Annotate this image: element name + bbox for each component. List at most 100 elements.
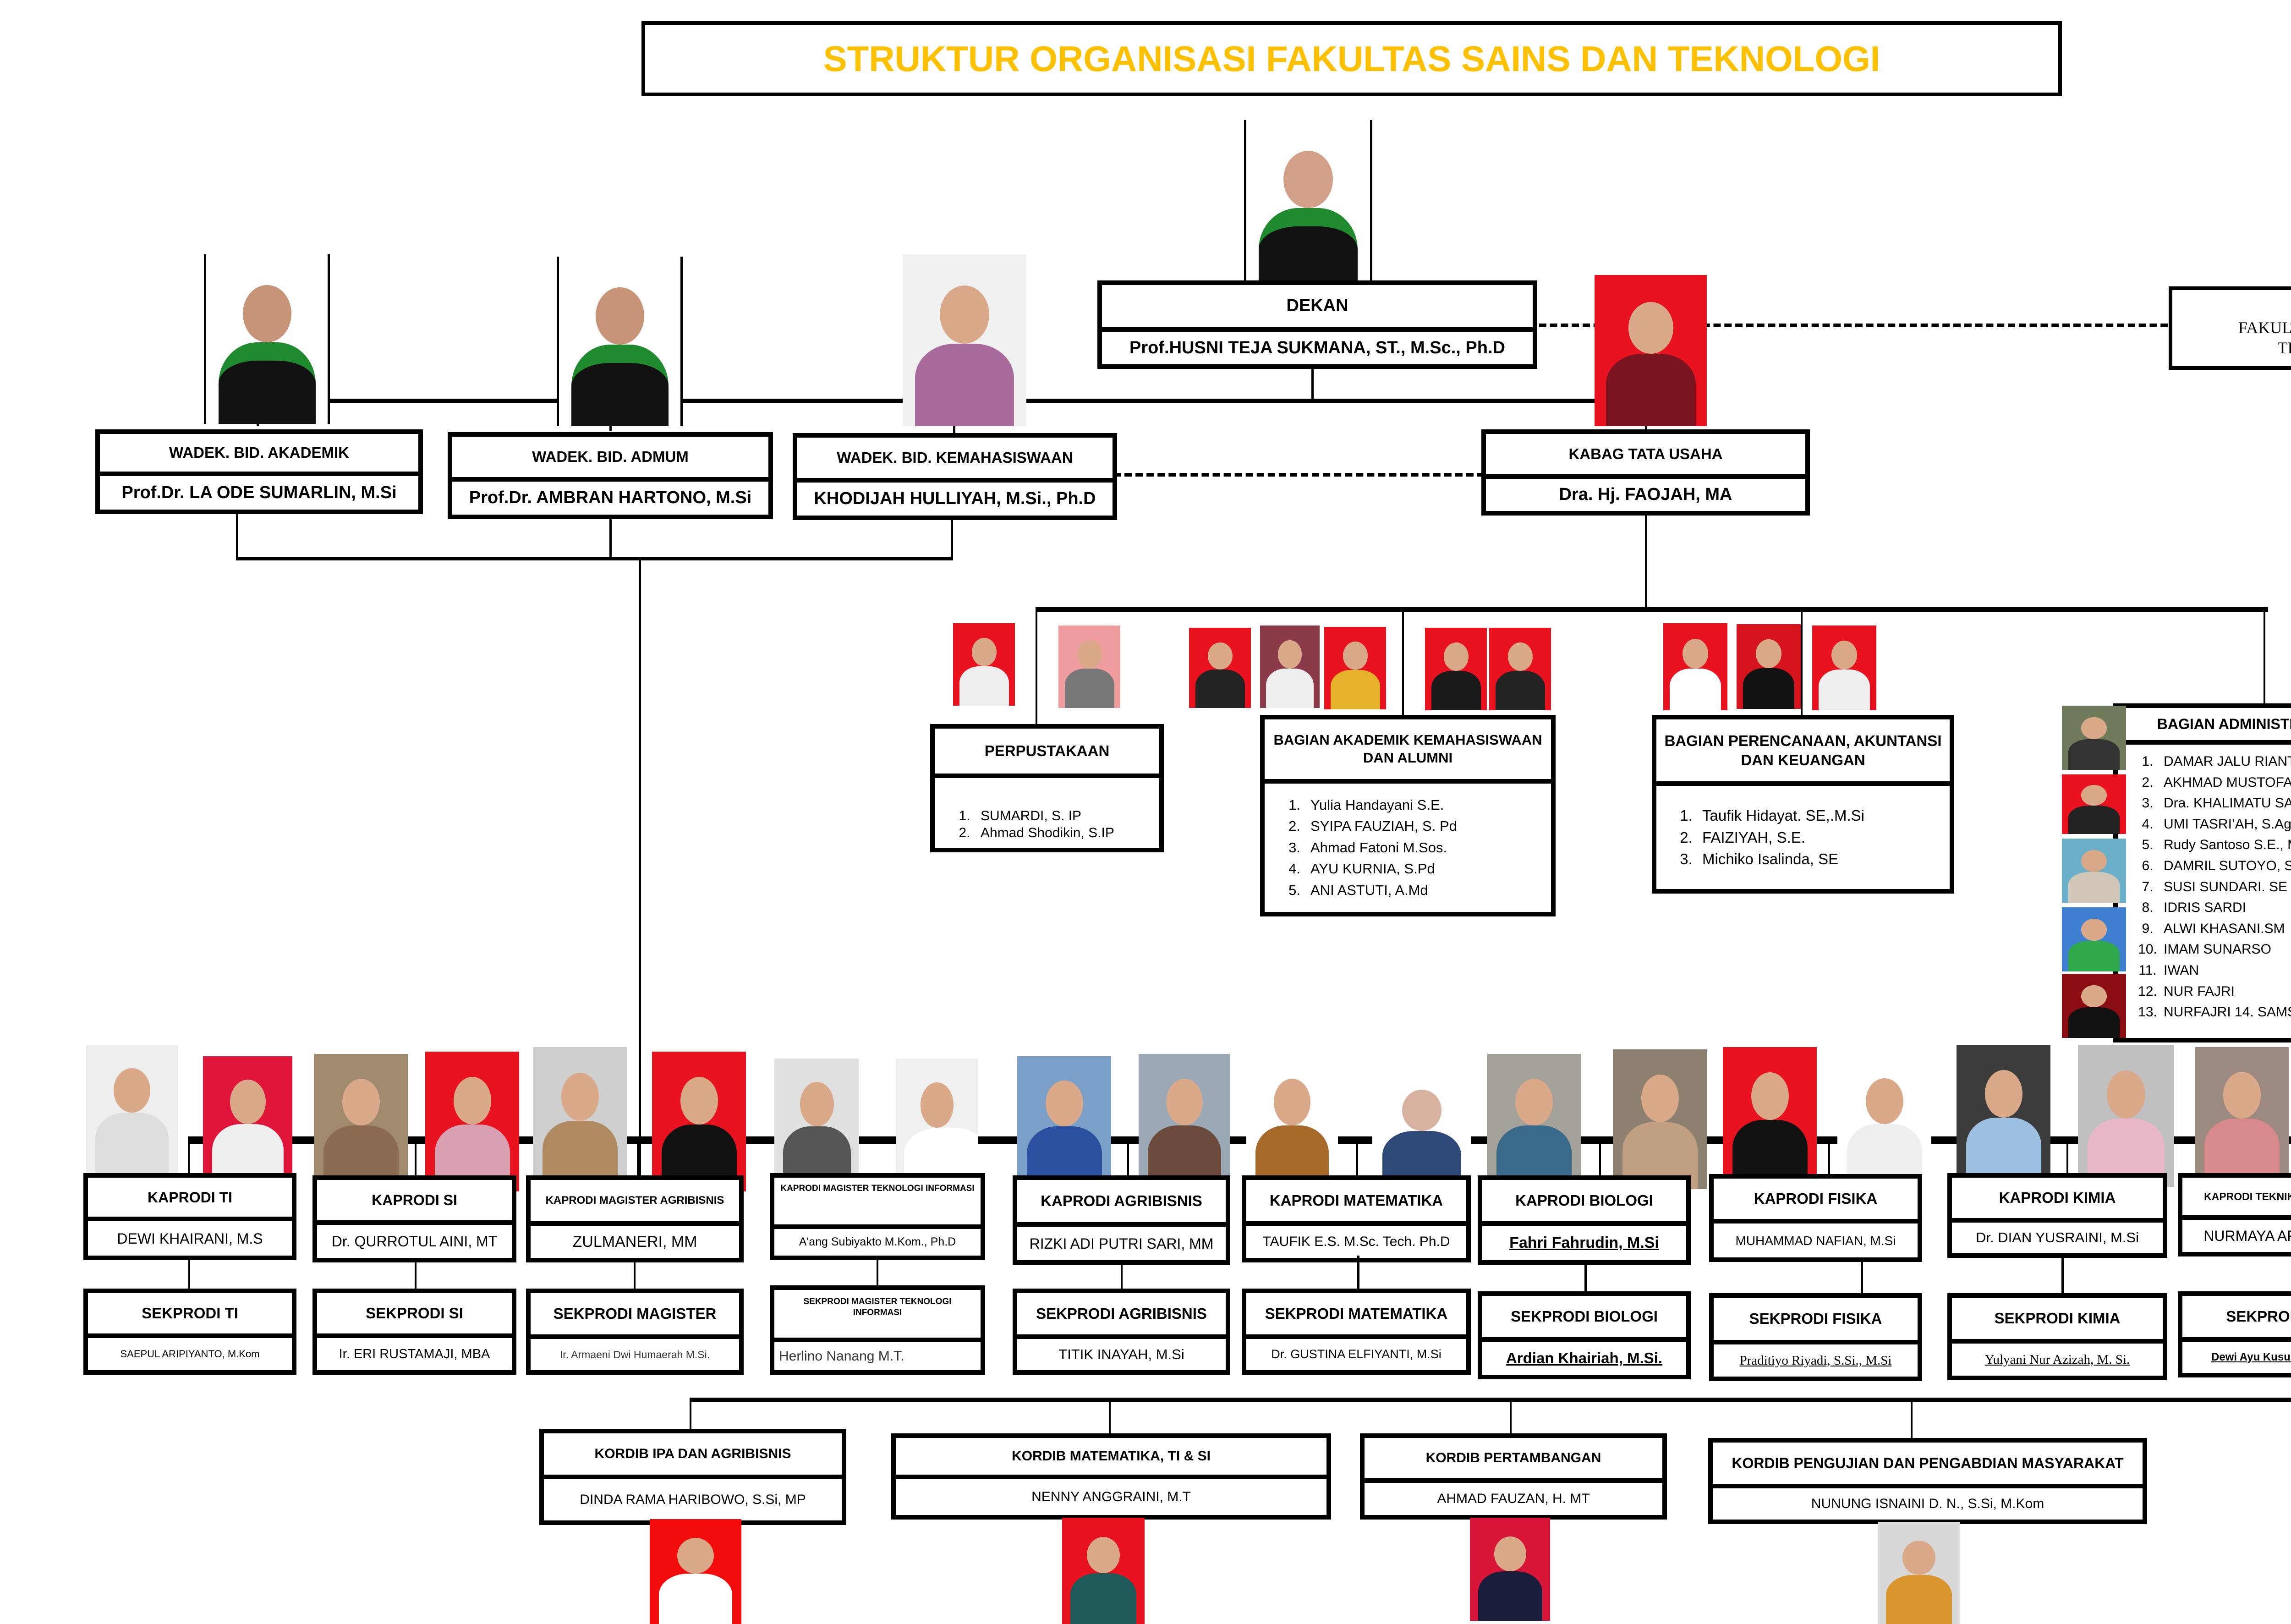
photo-wadek-kemahasiswaan — [903, 254, 1026, 426]
wadek-name: Prof.Dr. LA ODE SUMARLIN, M.Si — [121, 483, 397, 502]
kaprodi-name: A'ang Subiyakto M.Kom., Ph.D — [799, 1235, 956, 1249]
kaprodi-role: KAPRODI MAGISTER TEKNOLOGI INFORMASI — [774, 1178, 981, 1229]
sekprodi-name: TITIK INAYAH, M.Si — [1058, 1346, 1184, 1362]
kaprodi-fisika-box: KAPRODI FISIKA MUHAMMAD NAFIAN, M.Si — [1709, 1174, 1922, 1262]
member-item: 1.Taufik Hidayat. SE,.M.Si — [1680, 807, 1864, 824]
member-item: 2.AKHMAD MUSTOFA. S.Kom — [2142, 774, 2291, 790]
sekprodi-matematika-box: SEKPRODI MATEMATIKA Dr. GUSTINA ELFIYANT… — [1242, 1289, 1471, 1375]
dekan-box: DEKAN Prof.HUSNI TEJA SUKMANA, ST., M.Sc… — [1097, 280, 1537, 369]
kordib-photo — [1470, 1518, 1550, 1621]
sekprodi-magister-box: SEKPRODI MAGISTER Ir. Armaeni Dwi Humaer… — [526, 1289, 744, 1375]
kaprodi-name: TAUFIK E.S. M.Sc. Tech. Ph.D — [1262, 1234, 1450, 1250]
sekprodi-agribisnis-box: SEKPRODI AGRIBISNIS TITIK INAYAH, M.Si — [1013, 1289, 1230, 1375]
connector — [1109, 1400, 1111, 1437]
sekprodi-name: Yulyani Nur Azizah, M. Si. — [1984, 1352, 2130, 1367]
kaprodi-magister-agribisnis-box: KAPRODI MAGISTER AGRIBISNIS ZULMANERI, M… — [526, 1175, 744, 1262]
member-item: 2.Ahmad Shodikin, S.IP — [959, 825, 1114, 840]
sekprodi-role: SEKPRODI FISIKA — [1714, 1298, 1918, 1344]
gjm-line3: TEKNOLOGI — [2277, 338, 2291, 357]
kabag-name: Dra. Hj. FAOJAH, MA — [1559, 485, 1732, 505]
kaprodi-role: KAPRODI TI — [88, 1178, 292, 1221]
sekprodi-photo — [1613, 1049, 1707, 1189]
kaprodi-photo — [2195, 1047, 2289, 1185]
staff-photo — [1324, 627, 1386, 709]
kaprodi-role: KAPRODI SI — [317, 1180, 512, 1225]
sekprodi-teknik-box: SEKPRODI TEKNIK Dewi Ayu Kusumaningsih, … — [2178, 1291, 2291, 1377]
kaprodi-name: DEWI KHAIRANI, M.S — [117, 1230, 263, 1247]
kordib-name: AHMAD FAUZAN, H. MT — [1437, 1491, 1590, 1507]
connector — [1911, 1400, 1913, 1441]
member-item: 2.SYIPA FAUZIAH, S. Pd — [1288, 818, 1457, 834]
sekprodi-si-box: SEKPRODI SI Ir. ERI RUSTAMAJI, MBA — [312, 1289, 516, 1375]
sekprodi-name: Dr. GUSTINA ELFIYANTI, M.Si — [1271, 1347, 1441, 1361]
kaprodi-role: KAPRODI KIMIA — [1952, 1178, 2163, 1223]
connector — [637, 1141, 639, 1178]
kaprodi-name: Fahri Fahrudin, M.Si — [1509, 1234, 1659, 1252]
wadek-name: Prof.Dr. AMBRAN HARTONO, M.Si — [469, 488, 752, 508]
kordib-photo — [1878, 1522, 1960, 1624]
connector — [2061, 1256, 2064, 1295]
kordib-role: KORDIB PENGUJIAN DAN PENGABDIAN MASYARAK… — [1713, 1443, 2143, 1488]
member-item: 5.Rudy Santoso S.E., M.Si. — [2142, 837, 2291, 853]
bagian-title: BAGIAN PERENCANAAN, AKUNTANSI DAN KEUANG… — [1656, 719, 1950, 786]
bagian-title: BAGIAN ADMINISTRASI UMUM — [2118, 708, 2291, 745]
member-item: 11.IWAN — [2138, 962, 2199, 978]
staff-photo — [1812, 625, 1876, 710]
member-item: 7.SUSI SUNDARI. SE — [2142, 879, 2288, 894]
connector — [1311, 355, 1314, 399]
connector — [1645, 513, 1647, 609]
connector — [609, 516, 612, 559]
wadek-akademik-box: WADEK. BID. AKADEMIK Prof.Dr. LA ODE SUM… — [95, 429, 423, 514]
kaprodi-photo — [1246, 1054, 1338, 1191]
bagian-title: BAGIAN AKADEMIK KEMAHASISWAAN DAN ALUMNI — [1265, 719, 1551, 784]
connector — [1584, 1262, 1587, 1295]
sekprodi-photo — [425, 1052, 519, 1191]
member-item: 3.Michiko Isalinda, SE — [1680, 850, 1839, 868]
connector — [2066, 1141, 2068, 1175]
kaprodi-name: Dr. QURROTUL AINI, MT — [331, 1233, 498, 1250]
connector — [634, 1260, 636, 1290]
bagian-perencanaan-box: BAGIAN PERENCANAAN, AKUNTANSI DAN KEUANG… — [1652, 715, 1954, 894]
staff-photo — [953, 623, 1015, 706]
staff-photo — [2062, 706, 2126, 770]
dashed-connector-kemahasiswaan-kabag — [1113, 473, 1485, 477]
sekprodi-magister-ti-box: SEKPRODI MAGISTER TEKNOLOGI INFORMASI He… — [770, 1285, 985, 1375]
member-item: 4.AYU KURNIA, S.Pd — [1288, 861, 1435, 877]
kaprodi-photo — [86, 1045, 178, 1175]
kordib-ipa-agribisnis-box: KORDIB IPA DAN AGRIBISNIS DINDA RAMA HAR… — [539, 1429, 846, 1525]
kordib-name: NENNY ANGGRAINI, M.T — [1031, 1489, 1191, 1505]
sekprodi-role: SEKPRODI KIMIA — [1952, 1298, 2163, 1344]
kaprodi-role: KAPRODI BIOLOGI — [1482, 1180, 1686, 1226]
kaprodi-role: KAPRODI TEKNIK PERTAMBANGAN — [2182, 1178, 2291, 1220]
kaprodi-name: MUHAMMAD NAFIAN, M.Si — [1735, 1233, 1896, 1248]
kordib-role: KORDIB PERTAMBANGAN — [1365, 1438, 1662, 1483]
sekprodi-photo — [1139, 1054, 1230, 1191]
wadek-kemahasiswaan-box: WADEK. BID. KEMAHASISWAAN KHODIJAH HULLI… — [793, 433, 1117, 520]
bagian-administrasi-box: BAGIAN ADMINISTRASI UMUM 1.DAMAR JALU RI… — [2113, 703, 2291, 1042]
member-item: 12.NUR FAJRI — [2138, 983, 2235, 999]
kordib-photo — [1062, 1518, 1145, 1624]
kaprodi-photo — [314, 1054, 408, 1191]
wadek-role: WADEK. BID. ADMUM — [452, 437, 768, 482]
connector — [1510, 1400, 1512, 1437]
staff-photo — [2062, 974, 2126, 1038]
connector — [188, 1258, 190, 1290]
sekprodi-photo — [1372, 1068, 1471, 1189]
connector — [1828, 1141, 1830, 1180]
bagian-perpustakaan-box: PERPUSTAKAAN 1.SUMARDI, S. IP 2.Ahmad Sh… — [930, 724, 1164, 852]
kaprodi-kimia-box: KAPRODI KIMIA Dr. DIAN YUSRAINI, M.Si — [1947, 1173, 2167, 1258]
sekprodi-role: SEKPRODI SI — [317, 1293, 512, 1338]
sekprodi-name: Ir. ERI RUSTAMAJI, MBA — [339, 1346, 490, 1361]
photo-kabag — [1595, 275, 1707, 426]
sekprodi-biologi-box: SEKPRODI BIOLOGI Ardian Khairiah, M.Si. — [1478, 1291, 1691, 1379]
sekprodi-photo — [2078, 1045, 2174, 1187]
staff-photo — [2062, 774, 2126, 834]
kaprodi-magister-ti-box: KAPRODI MAGISTER TEKNOLOGI INFORMASI A'a… — [770, 1173, 985, 1260]
connector — [877, 1258, 878, 1288]
staff-photo — [1663, 623, 1727, 710]
connector — [415, 1141, 417, 1178]
sekprodi-name: Dewi Ayu Kusumaningsih, M.Sc. — [2211, 1351, 2291, 1363]
member-item: 5.ANI ASTUTI, A.Md — [1288, 882, 1428, 898]
connector — [690, 1398, 2291, 1402]
kaprodi-role: KAPRODI AGRIBISNIS — [1017, 1180, 1226, 1227]
